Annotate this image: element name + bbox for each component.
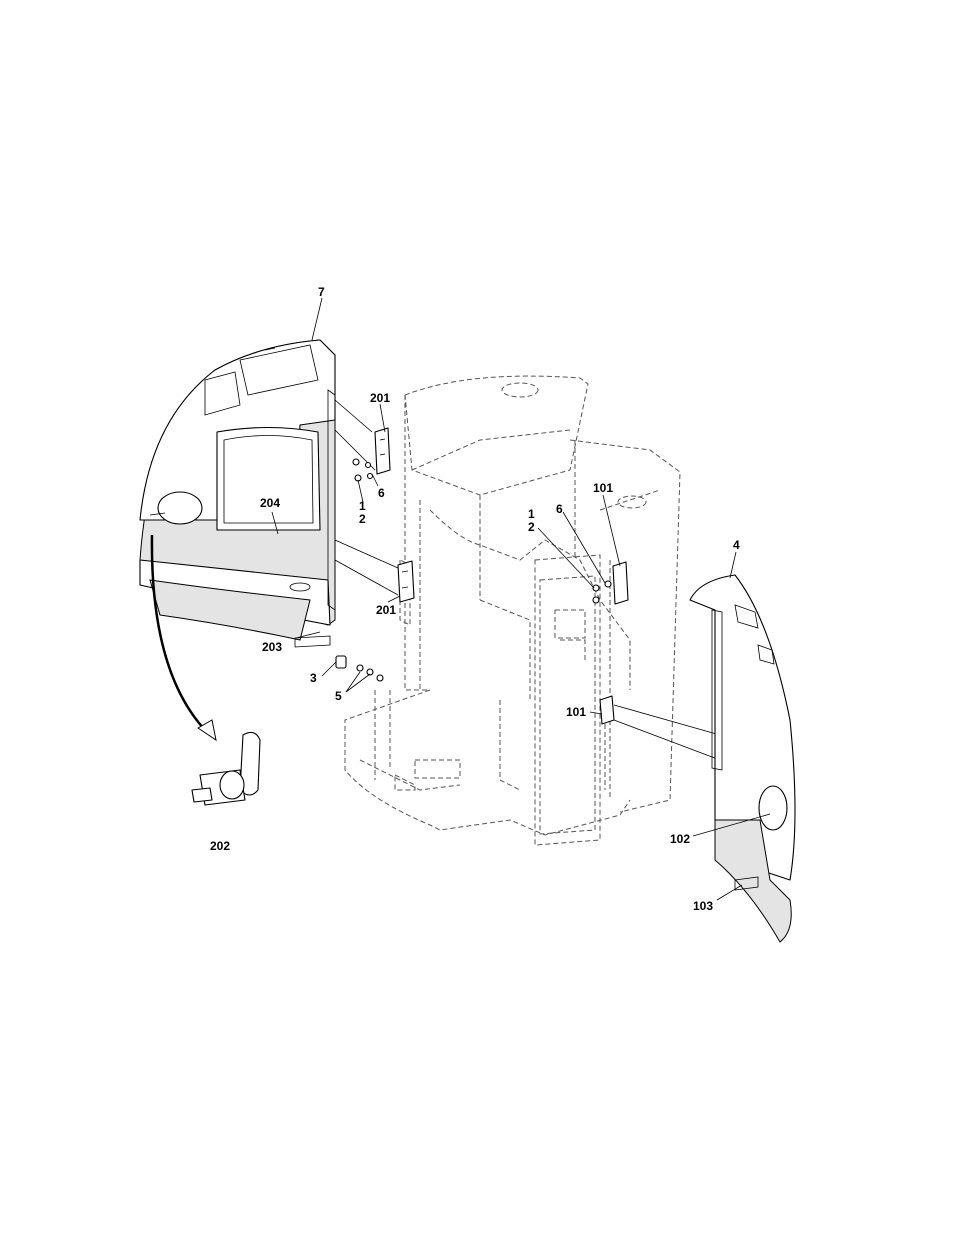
callout-2-center: 2	[528, 520, 535, 534]
callout-5: 5	[335, 689, 342, 703]
callout-203: 203	[262, 640, 282, 654]
lower-left-hinge	[398, 561, 414, 602]
right-door-panel	[690, 575, 795, 942]
callout-101-lower: 101	[566, 705, 586, 719]
callout-102: 102	[670, 832, 690, 846]
callout-201-upper: 201	[370, 391, 390, 405]
hinge-projection-right	[614, 705, 720, 760]
callout-1-center: 1	[528, 507, 535, 521]
callout-101-upper: 101	[593, 481, 613, 495]
callout-2-left: 2	[359, 512, 366, 526]
callout-6-left: 6	[378, 486, 385, 500]
callout-202: 202	[210, 839, 230, 853]
upper-right-hinge	[613, 562, 628, 604]
fasteners-left	[353, 459, 373, 481]
callout-3: 3	[310, 671, 317, 685]
upper-left-hinge	[375, 428, 390, 474]
callout-7: 7	[318, 285, 325, 299]
callout-201-lower: 201	[376, 603, 396, 617]
fasteners-lower	[336, 656, 383, 681]
latch-assembly	[192, 732, 260, 805]
callout-204: 204	[260, 496, 280, 510]
latch-arrow-head	[198, 720, 216, 740]
callout-103: 103	[693, 899, 713, 913]
callout-6-center: 6	[556, 502, 563, 516]
callout-4: 4	[733, 538, 740, 552]
callout-1-left: 1	[359, 499, 366, 513]
hinge-projection-lower	[335, 540, 398, 595]
lower-right-hinge	[600, 696, 614, 724]
left-door-panel	[140, 340, 335, 647]
